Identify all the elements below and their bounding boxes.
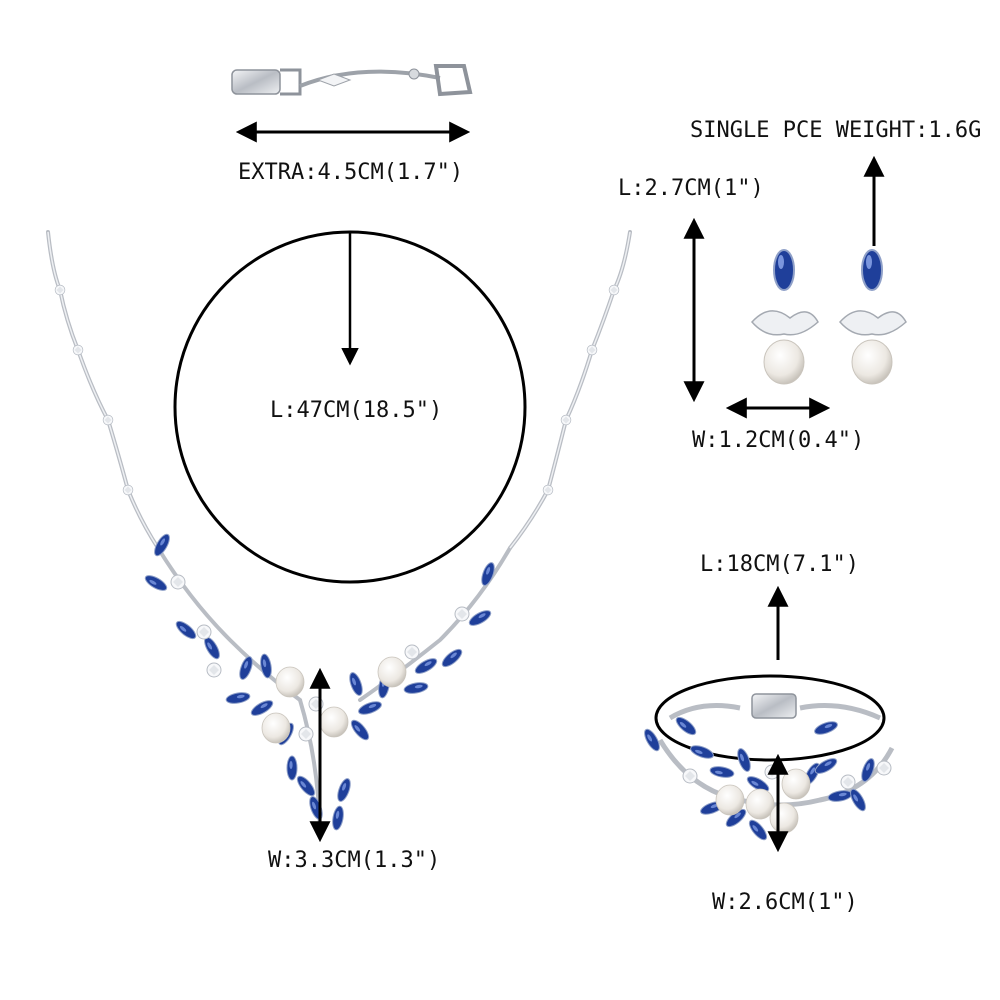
necklace-link-stones (54, 284, 620, 496)
earring-width-label: W:1.2CM(0.4") (692, 428, 865, 453)
bracelet (641, 693, 895, 843)
earring-left (750, 249, 819, 385)
extender-chain (231, 64, 473, 97)
pendant-width-label: W:3.3CM(1.3") (268, 848, 441, 873)
earring-length-label: L:2.7CM(1") (618, 176, 764, 201)
necklace-length-label: L:47CM(18.5") (270, 398, 443, 423)
bracelet-width-label: W:2.6CM(1") (712, 890, 858, 915)
extender-length-label: EXTRA:4.5CM(1.7") (238, 160, 464, 185)
necklace-chain (46, 230, 632, 832)
earring-right (838, 249, 907, 385)
necklace-chain-highlight (47, 231, 631, 549)
earring-weight-label: SINGLE PCE WEIGHT:1.6G (690, 118, 982, 143)
bracelet-length-label: L:18CM(7.1") (700, 552, 859, 577)
